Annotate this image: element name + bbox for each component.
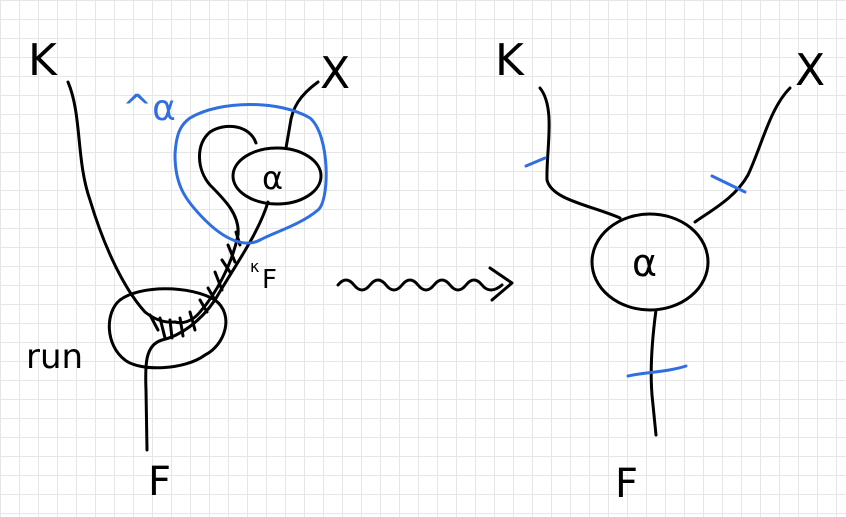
label-x-right: X — [795, 45, 825, 96]
blue-enclosure — [173, 103, 328, 245]
run-region — [107, 287, 228, 370]
wire-f-right — [649, 308, 658, 437]
hatching — [148, 230, 242, 340]
label-kappa: κ — [250, 257, 260, 276]
wire-k-left — [66, 80, 177, 324]
label-kappa-sub: F — [262, 265, 277, 295]
left-diagram: K X ^α α κ F run F — [26, 35, 350, 505]
label-x-left: X — [320, 48, 350, 99]
node-alpha-label-left: α — [262, 159, 283, 197]
squiggle-arrow — [336, 266, 514, 302]
squiggle-arrow-shaft — [336, 278, 504, 292]
wire-alpha-to-f — [144, 200, 270, 452]
label-f-left: F — [148, 459, 171, 505]
tick-mark-k — [524, 156, 547, 168]
node-alpha-right — [590, 212, 710, 312]
wire-x-left — [284, 80, 320, 150]
wire-k-right — [538, 86, 622, 220]
right-diagram: K X α F — [495, 35, 825, 507]
tick-mark-f — [626, 364, 688, 378]
tick-mark-x — [710, 174, 747, 194]
label-alpha-hat: ^α — [122, 88, 176, 129]
label-k-left: K — [28, 35, 58, 86]
label-run: run — [26, 337, 83, 377]
node-alpha-label-right: α — [632, 241, 657, 285]
label-f-right: F — [615, 461, 638, 507]
node-alpha-left — [231, 146, 323, 206]
wire-x-right — [693, 86, 792, 224]
squiggle-arrow-head — [488, 266, 514, 302]
label-k-right: K — [495, 35, 525, 86]
loop-strand — [173, 124, 258, 325]
